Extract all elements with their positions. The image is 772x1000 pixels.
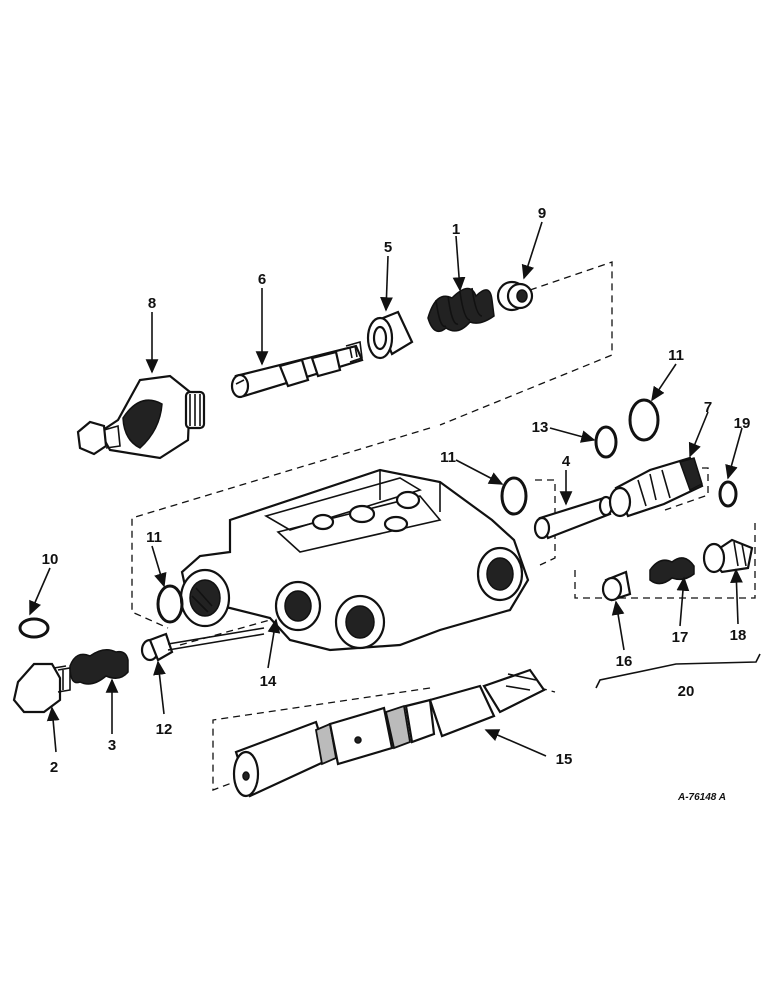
part-14-valve-body (179, 468, 530, 652)
callout-4: 4 (562, 453, 571, 470)
callout-11-middle: 11 (440, 449, 456, 466)
callout-2: 2 (50, 759, 58, 776)
callout-11-left: 11 (146, 529, 162, 546)
callout-5: 5 (384, 239, 392, 256)
callout-20: 20 (678, 683, 695, 700)
part-10-oring (18, 617, 50, 639)
callout-10: 10 (42, 551, 59, 568)
part-8-cap (76, 374, 206, 460)
drawing-code: A-76148 A (677, 792, 726, 803)
part-12-valve (140, 627, 265, 662)
callout-18: 18 (730, 627, 747, 644)
part-17-spring (649, 557, 695, 585)
part-11-oring-top (628, 398, 660, 442)
callout-6: 6 (258, 271, 266, 288)
part-7-plug (608, 456, 704, 518)
part-6-pin (230, 340, 364, 399)
part-4-pin (533, 495, 614, 540)
part-11-oring-middle (500, 476, 528, 516)
o-rings (18, 398, 738, 639)
part-13-oring (594, 425, 618, 459)
part-16-poppet (601, 570, 632, 602)
part-1-spring (427, 287, 495, 333)
callout-8: 8 (148, 295, 156, 312)
part-5-sleeve (366, 310, 414, 360)
callout-9: 9 (538, 205, 546, 222)
part-18-plug (702, 538, 754, 574)
callout-7: 7 (704, 399, 712, 416)
part-3-spring (69, 649, 129, 685)
callout-15: 15 (556, 751, 573, 768)
callout-19: 19 (734, 415, 751, 432)
callout-16: 16 (616, 653, 633, 670)
part-2-plug (12, 662, 71, 714)
part-11-oring-left (156, 584, 184, 624)
callout-12: 12 (156, 721, 173, 738)
part-9-retainer (496, 280, 534, 312)
callout-leaders (29, 221, 761, 757)
callout-labels: 1 2 3 4 5 6 7 8 9 10 11 11 11 12 13 14 1… (42, 205, 751, 803)
callout-17: 17 (672, 629, 689, 646)
callout-14: 14 (260, 673, 277, 690)
callout-13: 13 (532, 419, 549, 436)
callout-3: 3 (108, 737, 116, 754)
callout-11-top: 11 (668, 347, 684, 364)
callout-1: 1 (452, 221, 460, 238)
part-15-spool (232, 668, 546, 798)
part-19-oring (718, 480, 738, 508)
